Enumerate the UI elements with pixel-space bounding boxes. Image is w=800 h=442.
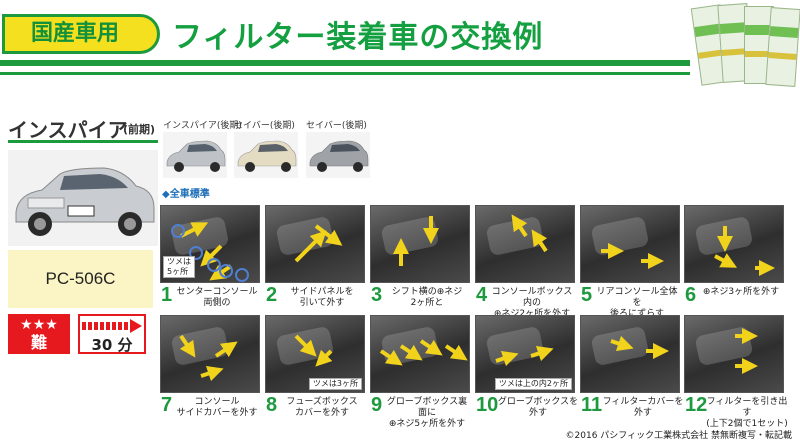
variant-label: セイバー(後期) (306, 121, 367, 131)
step-number: 6 (685, 284, 697, 306)
step-number: 5 (581, 284, 593, 306)
header-rule-thin (0, 72, 690, 75)
yellow-arrow-icon (314, 224, 343, 246)
model-period: (前期) (123, 123, 156, 136)
difficulty-stars: ★★★ (20, 317, 58, 333)
main-car-image (8, 150, 158, 246)
screw-marker-icon (189, 246, 203, 260)
product-package-image (690, 0, 800, 92)
variant-car-image (306, 132, 370, 178)
screw-marker-icon (235, 268, 249, 282)
step-number: 9 (371, 394, 383, 416)
step-number: 8 (266, 394, 278, 416)
yellow-arrows (601, 243, 664, 269)
step-photo (684, 315, 784, 393)
yellow-arrow-icon (200, 244, 223, 267)
step-number: 7 (161, 394, 173, 416)
yellow-arrow-icon (495, 350, 519, 367)
yellow-arrow-icon (610, 335, 634, 352)
yellow-arrow-icon (511, 214, 528, 238)
yellow-arrow-icon (180, 222, 209, 238)
time-badge: 30 分 (78, 314, 146, 354)
model-underline (8, 140, 158, 143)
variant-car-image (163, 132, 227, 178)
step-number: 2 (266, 284, 278, 306)
yellow-arrow-icon (294, 230, 327, 263)
variant-label: セイバー(後期) (234, 121, 295, 131)
yellow-arrow-icon (419, 339, 443, 356)
yellow-arrows (379, 339, 468, 366)
striped-arrow-icon (82, 319, 142, 333)
model-name: インスパイア (8, 118, 128, 142)
step-photo (684, 205, 784, 283)
category-badge: 国産車用 (2, 14, 160, 54)
yellow-arrow-icon (444, 344, 468, 361)
yellow-arrow-icon (379, 349, 403, 366)
step-instruction: リアコンソール全体を 後ろにずらす (596, 287, 678, 319)
difficulty-badge: ★★★ 難 (8, 314, 70, 354)
yellow-arrow-icon (714, 253, 738, 268)
screw-marker-icon (171, 224, 185, 238)
step-photo: ツメは上の内2ヶ所 (475, 315, 575, 393)
step-note: ツメは上の内2ヶ所 (494, 378, 572, 390)
step-instruction: フューズボックス カバーを外す (286, 397, 358, 418)
yellow-arrows (393, 216, 439, 266)
step-instruction: サイドパネルを 引いて外す (290, 287, 354, 308)
step-number: 10 (476, 394, 499, 416)
yellow-arrow-icon (294, 334, 317, 357)
step-instruction: コンソール サイドカバーを外す (176, 397, 258, 418)
step-number: 3 (371, 284, 383, 306)
yellow-arrows (735, 328, 758, 374)
step-number: 11 (581, 394, 603, 416)
yellow-arrows (714, 226, 775, 276)
time-value: 30 分 (91, 336, 133, 354)
step-number: 4 (476, 284, 488, 306)
yellow-arrow-icon (214, 341, 238, 358)
part-number: PC-506C (8, 250, 153, 308)
step-photo (265, 205, 365, 283)
yellow-arrow-icon (315, 349, 333, 367)
yellow-arrow-icon (531, 229, 548, 253)
step-photo: ツメは3ヶ所 (265, 315, 365, 393)
yellow-arrows (179, 334, 238, 382)
difficulty-label: 難 (30, 333, 47, 352)
step-instruction: コンソールボックス内の ⊕ネジ2ヶ所を外す (491, 287, 573, 319)
variant-label: インスパイア(後期) (163, 121, 242, 131)
yellow-arrows (610, 335, 669, 359)
step-instruction: フィルターを引き出す (上下2個で1セット) (706, 397, 788, 429)
step-number: 12 (685, 394, 708, 416)
step-photo (475, 205, 575, 283)
yellow-arrows (294, 334, 333, 367)
step-number: 1 (161, 284, 173, 306)
yellow-arrow-icon (179, 334, 196, 358)
header-rule (0, 60, 690, 66)
step-photo (580, 205, 680, 283)
header: 国産車用 フィルター装着車の交換例 (0, 0, 800, 87)
step-photo (580, 315, 680, 393)
standard-label: ◆全車標準 (162, 189, 210, 200)
step-instruction: センターコンソール 両側の (176, 287, 258, 308)
step-note: ツメは3ヶ所 (308, 378, 362, 390)
step-instruction: グローブボックス裏面に ⊕ネジ5ヶ所を外す (386, 397, 468, 429)
screw-marker-icon (207, 258, 221, 272)
yellow-arrows (511, 214, 548, 253)
page-title: フィルター装着車の交換例 (172, 20, 544, 55)
variant-car-image (234, 132, 298, 178)
yellow-arrow-icon (399, 344, 423, 361)
step-instruction: フィルターカバーを 外す (602, 397, 684, 418)
yellow-arrow-icon (200, 365, 224, 382)
copyright: ©2016 パシフィック工業株式会社 禁無断複写・転記載 (565, 431, 792, 441)
step-note: ツメは 5ヶ所 (163, 256, 195, 278)
yellow-arrow-icon (530, 345, 554, 362)
step-instruction: シフト横の⊕ネジ 2ヶ所と (391, 287, 463, 308)
step-photo (370, 205, 470, 283)
yellow-arrows (294, 224, 343, 263)
step-photo (370, 315, 470, 393)
step-instruction: ⊕ネジ3ヶ所を外す (702, 287, 780, 297)
screw-marker-icon (219, 264, 233, 278)
step-instruction: グローブボックスを 外す (497, 397, 579, 418)
yellow-arrows (495, 345, 554, 367)
step-photo (160, 315, 260, 393)
step-photo: ツメは 5ヶ所 (160, 205, 260, 283)
